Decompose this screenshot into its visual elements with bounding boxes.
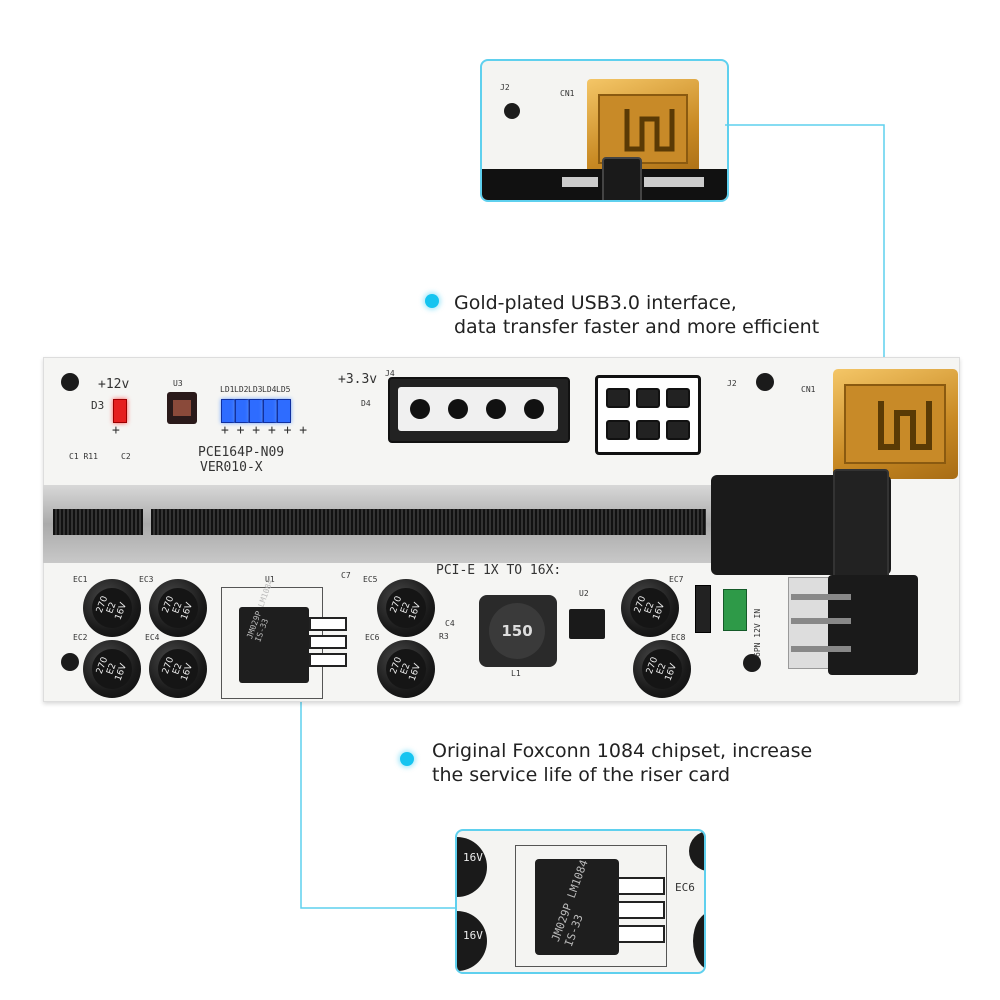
label-u3: U3 [173, 379, 183, 388]
label-l1: L1 [511, 669, 521, 678]
label-c7: C7 [341, 571, 351, 580]
cap-label-ec4: EC4 [145, 633, 160, 642]
zoom-label-cn1: CN1 [560, 89, 575, 98]
led-label-2: LD2 [234, 385, 249, 394]
callout-usb-line1: Gold-plated USB3.0 interface, [454, 292, 737, 314]
label-j4: J4 [385, 369, 395, 378]
screw-hole [504, 103, 520, 119]
cap-label-ec1: EC1 [73, 575, 88, 584]
molex-connector [388, 377, 570, 443]
chip-text-zoom: JM029P LM1084 IS-33 [549, 858, 591, 949]
chip-lm1084-zoom: JM029P LM1084 IS-33 [535, 858, 619, 955]
mount-hole [61, 373, 79, 391]
chip-u1-lm1084: JM029P LM1084 IS-33 [239, 578, 309, 683]
led-blue-3 [249, 399, 263, 423]
led-red [113, 399, 127, 423]
callout-chip-line2: the service life of the riser card [432, 764, 731, 786]
chip-u2 [569, 609, 605, 639]
cap-label-ec7: EC7 [669, 575, 684, 584]
label-12v: +12v [98, 377, 130, 392]
capacitor-partial [689, 831, 704, 871]
cap-label-ec2: EC2 [73, 633, 88, 642]
led-label-5: LD5 [276, 385, 291, 394]
led-blue-1 [221, 399, 235, 423]
fuse-green [723, 589, 747, 631]
riser-board: +12v D3 + U3 LD1 LD2 LD3 LD4 LD5 + + + +… [43, 357, 963, 702]
callout-dot-chip [400, 752, 414, 766]
led-label-1: LD1 [220, 385, 235, 394]
label-3v3: +3.3v [338, 372, 378, 387]
label-6pin-12v-in: 6PN 12V IN [753, 608, 762, 657]
usb-zoom-inset: J2 CN1 [480, 59, 729, 202]
label-j2: J2 [727, 379, 737, 388]
zoom-cap-rating-2: 16V [463, 929, 483, 942]
board-version: VER010-X [200, 460, 263, 475]
led-label-3: LD3 [248, 385, 263, 394]
usb-port-icon [844, 384, 946, 464]
chip-zoom-inset: 16V 16V JM029P LM1084 IS-33 EC6 [455, 829, 706, 974]
callout-usb-line2: data transfer faster and more efficient [454, 316, 820, 338]
cap-label-ec5: EC5 [363, 575, 378, 584]
six-pin-connector [595, 375, 701, 455]
mount-hole [743, 654, 761, 672]
usb-port-icon [598, 94, 688, 164]
usb-port-gold [833, 369, 958, 479]
label-d4: D4 [361, 399, 371, 408]
capacitor-partial [457, 837, 487, 897]
label-u1: U1 [265, 575, 275, 584]
cap-label-ec3: EC3 [139, 575, 154, 584]
chip-u3 [167, 392, 197, 424]
zoom-cap-rating: 16V [463, 851, 483, 864]
zoom-label-ec6: EC6 [675, 881, 695, 894]
mount-hole [756, 373, 774, 391]
cap-label-ec6: EC6 [365, 633, 380, 642]
label-c1r11: C1 R11 [69, 452, 98, 461]
label-cn1: CN1 [801, 385, 816, 394]
led-label-4: LD4 [262, 385, 277, 394]
led-blue-2 [235, 399, 249, 423]
diode [695, 585, 711, 633]
led-blue-4 [263, 399, 277, 423]
chip-outline [515, 845, 667, 967]
label-r3: R3 [439, 632, 449, 641]
label-pcie: PCI-E 1X TO 16X: [436, 563, 562, 578]
board-model: PCE164P-N09 [198, 445, 285, 460]
label-c2: C2 [121, 452, 131, 461]
callout-chip-line1: Original Foxconn 1084 chipset, increase [432, 740, 813, 762]
usb-port-gold [587, 79, 699, 179]
label-c4: C4 [445, 619, 455, 628]
zoom-label-j2: J2 [500, 83, 510, 92]
inductor-value: 150 [501, 622, 533, 640]
mount-hole [61, 653, 79, 671]
capacitor-partial [693, 911, 704, 971]
label-d3: D3 [91, 399, 105, 412]
callout-dot-usb [425, 294, 439, 308]
pcie-x16-slot [43, 485, 711, 563]
cap-label-ec8: EC8 [671, 633, 686, 642]
led-blue-5 [277, 399, 291, 423]
label-u2: U2 [579, 589, 589, 598]
inductor-l1: 150 [479, 595, 557, 667]
